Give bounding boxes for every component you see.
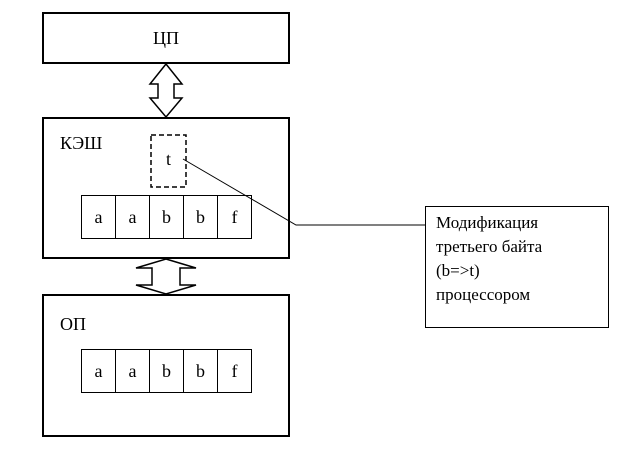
memory-byte-2: a [115, 349, 150, 393]
annotation-line-2: третьего байта [436, 237, 543, 256]
annotation-line-1: Модификация [436, 213, 539, 232]
annotation-line-3: (b=>t) [436, 261, 480, 280]
cache-byte-3: b [149, 195, 184, 239]
memory-byte-1: a [81, 349, 116, 393]
cpu-block: ЦП [42, 12, 290, 64]
modified-byte-value: t [165, 149, 171, 169]
annotation-box: Модификация третьего байта (b=>t) процес… [425, 206, 609, 328]
memory-byte-3: b [149, 349, 184, 393]
cache-byte-5: f [217, 195, 252, 239]
cache-byte-1: a [81, 195, 116, 239]
cpu-cache-double-arrow [148, 62, 184, 119]
cache-label: КЭШ [60, 133, 103, 153]
annotation-line-4: процессором [436, 285, 531, 304]
cache-byte-2: a [115, 195, 150, 239]
memory-byte-row: a a b b f [81, 349, 252, 393]
memory-label: ОП [60, 314, 86, 334]
cache-byte-row: a a b b f [81, 195, 252, 239]
cache-memory-double-arrow [135, 258, 197, 295]
memory-byte-4: b [183, 349, 218, 393]
cache-byte-4: b [183, 195, 218, 239]
memory-byte-5: f [217, 349, 252, 393]
cpu-label: ЦП [153, 28, 179, 48]
